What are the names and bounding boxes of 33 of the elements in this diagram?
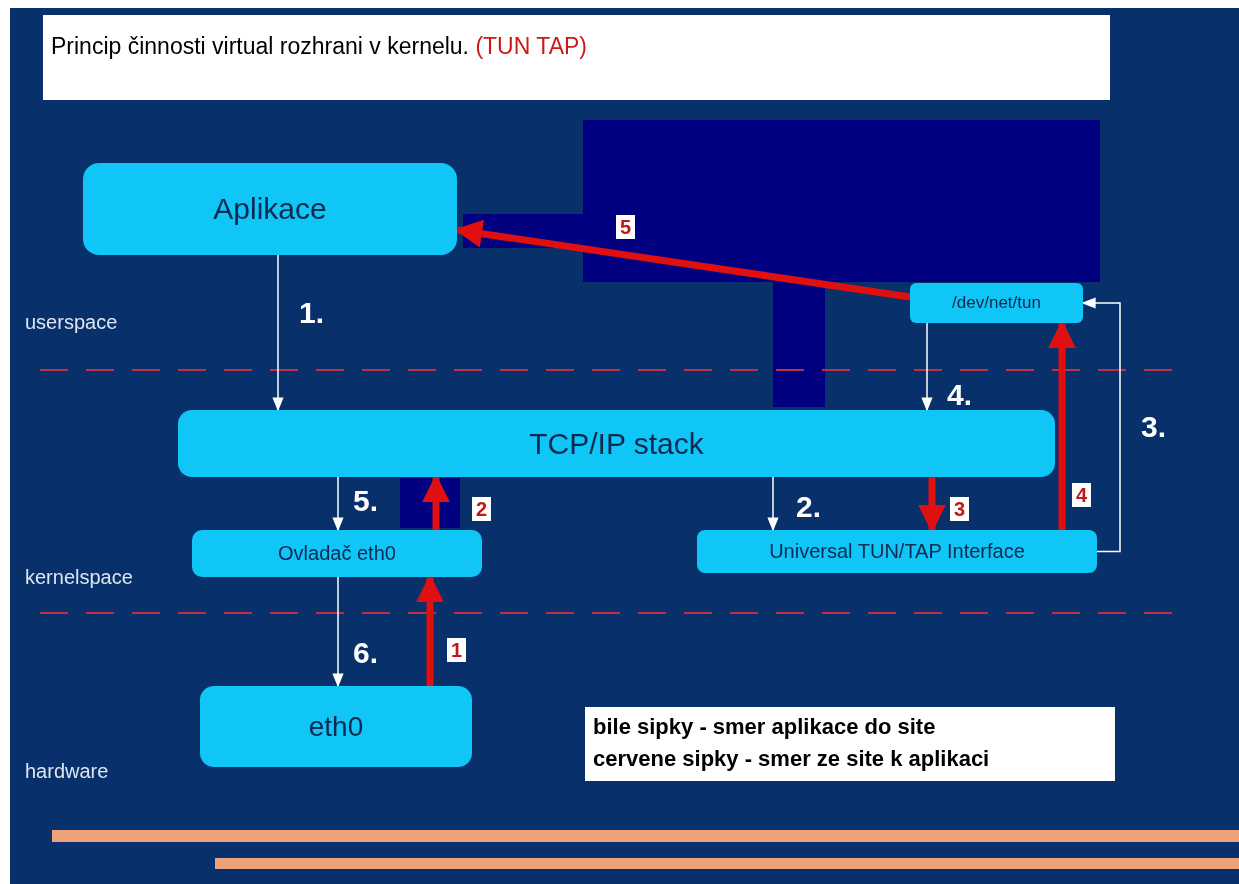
process-box	[910, 283, 1083, 323]
process-box	[192, 530, 482, 577]
box-label: eth0	[308, 710, 364, 743]
arrow	[1048, 320, 1076, 530]
arrow	[921, 322, 933, 412]
layer-label: hardware	[25, 760, 109, 783]
edge-label: 4	[1072, 483, 1092, 507]
box-label: Ovladač eth0	[278, 542, 396, 565]
arrow	[918, 477, 946, 533]
arrow	[416, 574, 444, 686]
box-label: TCP/IP stack	[529, 426, 704, 461]
layer-label: kernelspace	[25, 566, 133, 589]
note-text: cervene sipky - smer ze site k aplikaci	[593, 745, 990, 773]
box-label: /dev/net/tun	[952, 293, 1041, 313]
note-text: bile sipky - smer aplikace do site	[593, 713, 936, 741]
title: Princip činnosti virtual rozhrani v kernelu. (TUN TAP)	[43, 15, 1110, 100]
edge-label: 5	[616, 215, 636, 239]
process-box	[178, 410, 1055, 477]
arrow	[422, 474, 450, 530]
arrow	[272, 254, 284, 412]
edge-label: 2	[472, 497, 492, 521]
process-box	[83, 163, 457, 255]
edge-label: 3	[950, 497, 970, 521]
edge-label: 1	[447, 638, 467, 662]
layer-label: userspace	[25, 311, 118, 334]
box-label: Aplikace	[213, 192, 327, 226]
arrow	[332, 576, 344, 688]
process-box	[697, 530, 1097, 573]
arrow	[332, 476, 344, 532]
process-box	[200, 686, 472, 767]
arrow	[767, 476, 779, 532]
box-label: Universal TUN/TAP Interface	[769, 540, 1025, 563]
arrow	[1081, 297, 1121, 553]
